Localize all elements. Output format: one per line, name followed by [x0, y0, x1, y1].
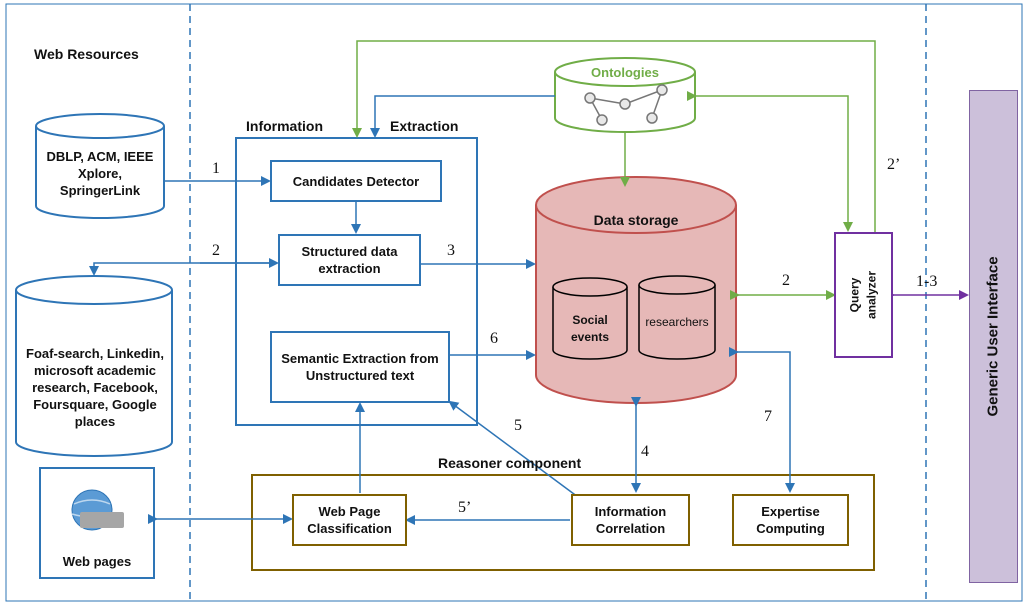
graph-icon [584, 84, 668, 126]
structured-label: Structured data extraction [301, 244, 398, 276]
social-events-cylinder [552, 277, 628, 360]
ontologies-label: Ontologies [591, 65, 659, 80]
www-globe-icon [71, 489, 124, 531]
reasoner-title: Reasoner component [438, 455, 582, 471]
classification-label: Web Page Classification [307, 504, 392, 536]
information-title: Information [246, 118, 323, 134]
researchers-cylinder [638, 275, 716, 360]
edge-2p [352, 40, 876, 232]
candidates-label: Candidates Detector [292, 173, 420, 189]
storage-title: Data storage [593, 212, 679, 228]
expertise-label: Expertise Computing [756, 504, 825, 536]
correlation-label: Information Correlation [594, 504, 667, 536]
extraction-frame [235, 137, 478, 426]
edge-label-5: 5 [514, 417, 522, 434]
query-analyzer-box: Query analyzer [834, 232, 893, 358]
edge-2-down [89, 262, 277, 276]
semantic-extraction-box: Semantic Extraction from Unstructured te… [270, 331, 450, 403]
researchers-label: researchers [645, 315, 709, 329]
expertise-computing-box: Expertise Computing [732, 494, 849, 546]
edge-label-1: 1 [212, 160, 220, 177]
extraction-title: Extraction [390, 118, 459, 134]
social-events-label: Social events [570, 313, 610, 344]
db1-cylinder [35, 113, 165, 219]
web-page-classification-box: Web Page Classification [292, 494, 407, 546]
structured-extraction-box: Structured data extraction [278, 234, 421, 286]
edge-label-3: 3 [447, 242, 455, 259]
query-analyzer-label: Query analyzer [847, 270, 879, 320]
edge-label-2: 2 [212, 242, 220, 259]
outer-frame [5, 3, 1023, 602]
edge-label-1-3: 1-3 [916, 273, 938, 290]
web-resources-title: Web Resources [34, 46, 139, 62]
edge-5 [448, 400, 579, 498]
semantic-label: Semantic Extraction from Unstructured te… [281, 351, 439, 383]
ontologies-cylinder [554, 57, 696, 133]
edge-label-4: 4 [641, 443, 649, 460]
generic-ui-label: Generic User Interface [985, 256, 1003, 417]
generic-ui-box: Generic User Interface [969, 90, 1018, 583]
edge-label-query-2: 2 [782, 272, 790, 289]
edge-onto-query [687, 91, 853, 232]
edge-label-6: 6 [490, 330, 498, 347]
edge-label-2p: 2’ [887, 156, 901, 173]
edge-label-7: 7 [764, 408, 772, 425]
candidates-detector-box: Candidates Detector [270, 160, 442, 202]
edge-7 [729, 347, 795, 493]
edge-label-5p: 5’ [458, 499, 472, 516]
edge-onto-extract [370, 95, 555, 138]
db1-label: DBLP, ACM, IEEE Xplore, SpringerLink [46, 149, 154, 198]
db2-label: Foaf-search, Linkedin, microsoft academi… [26, 346, 164, 429]
db2-cylinder [15, 275, 173, 457]
information-correlation-box: Information Correlation [571, 494, 690, 546]
webpages-label: Web pages [62, 554, 132, 569]
